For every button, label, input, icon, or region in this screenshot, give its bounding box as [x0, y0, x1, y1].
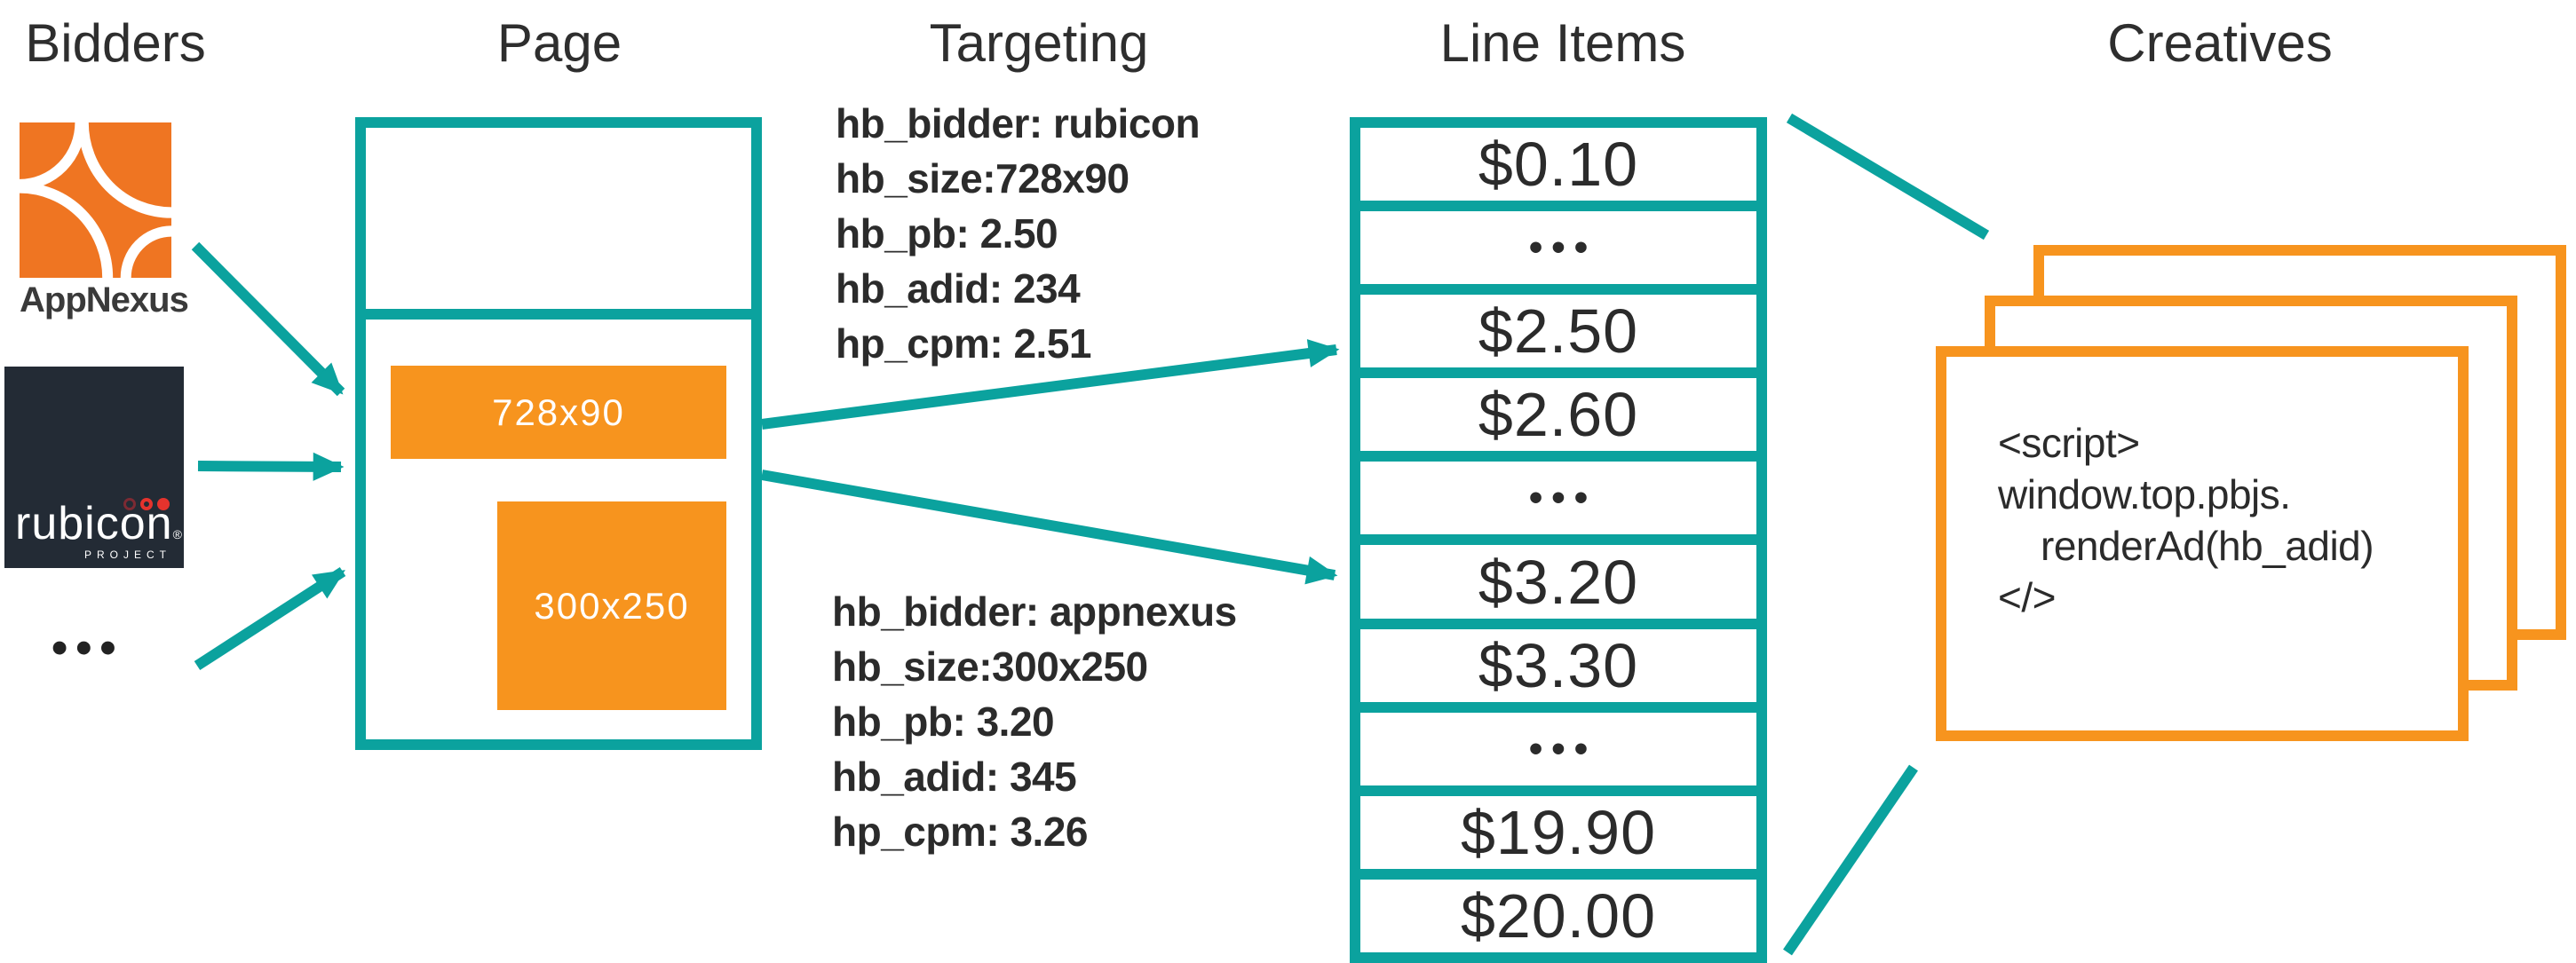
line-table-to-creatives-top: [1786, 113, 1990, 241]
arrow-morebidders-to-page: [194, 566, 346, 671]
appnexus-wordmark: AppNexus: [20, 280, 189, 320]
targeting-line: hb_pb: 2.50: [836, 210, 1058, 257]
line-item-row-ellipsis: •••: [1360, 712, 1756, 785]
line-item-row: $3.30: [1360, 628, 1756, 702]
arrow-appnexus-to-page: [191, 241, 345, 397]
code-line: renderAd(hb_adid): [2041, 523, 2374, 569]
code-line: <script>: [1998, 420, 2140, 466]
code-line: </>: [1998, 574, 2057, 620]
column-header-line-items: Line Items: [1439, 13, 1686, 73]
targeting-line: hp_cpm: 2.51: [836, 320, 1092, 367]
targeting-line: hb_adid: 234: [836, 265, 1081, 312]
column-header-page: Page: [496, 13, 622, 73]
targeting-block-appnexus: hb_bidder: appnexus hb_size:300x250 hb_p…: [832, 584, 1237, 859]
rubicon-logo-dots: [123, 498, 170, 510]
column-header-targeting: Targeting: [929, 13, 1149, 73]
ad-slot-728x90: 728x90: [391, 366, 726, 459]
targeting-line: hb_size:728x90: [836, 155, 1129, 201]
code-line: window.top.pbjs.: [1998, 471, 2291, 517]
creative-card-front: <script> window.top.pbjs. renderAd(hb_ad…: [1936, 346, 2469, 741]
line-item-row-ellipsis: •••: [1360, 462, 1756, 535]
ad-slot-300x250: 300x250: [497, 501, 726, 710]
page-header-divider: [366, 309, 751, 320]
line-item-row: $2.50: [1360, 295, 1756, 368]
targeting-line: hb_bidder: appnexus: [832, 588, 1237, 635]
line-item-row: $19.90: [1360, 795, 1756, 869]
rubicon-dot-fill-red: [157, 498, 170, 510]
rubicon-wordmark: rubicon®: [15, 497, 183, 550]
targeting-line: hb_adid: 345: [832, 754, 1077, 800]
arrow-rubicon-to-page: [197, 452, 345, 481]
line-item-row: $2.60: [1360, 378, 1756, 452]
line-item-row: $3.20: [1360, 545, 1756, 619]
line-item-row: $20.00: [1360, 879, 1756, 952]
line-table-to-creatives-bottom: [1783, 764, 1918, 956]
line-items-table: $0.10 ••• $2.50 $2.60 ••• $3.20 $3.30 ••…: [1350, 117, 1767, 963]
column-header-bidders: Bidders: [25, 13, 206, 73]
line-item-row: $0.10: [1360, 128, 1756, 201]
page-wireframe: 728x90 300x250: [355, 117, 762, 750]
targeting-line: hb_pb: 3.20: [832, 699, 1055, 745]
targeting-line: hb_bidder: rubicon: [836, 100, 1201, 146]
targeting-block-rubicon: hb_bidder: rubicon hb_size:728x90 hb_pb:…: [836, 96, 1201, 371]
more-bidders-ellipsis: •••: [52, 622, 124, 674]
appnexus-logo-icon: [20, 122, 171, 278]
line-item-row-ellipsis: •••: [1360, 211, 1756, 285]
rubicon-dot-ring-dark: [123, 498, 136, 510]
rubicon-dot-ring-red: [140, 498, 153, 510]
column-header-creatives: Creatives: [2107, 13, 2333, 73]
arrow-targeting-appnexus-to-lineitem: [760, 470, 1338, 585]
rubicon-logo-icon: rubicon® PROJECT: [4, 367, 184, 568]
targeting-line: hp_cpm: 3.26: [832, 809, 1088, 855]
rubicon-project-subtitle: PROJECT: [83, 549, 171, 561]
targeting-line: hb_size:300x250: [832, 643, 1148, 690]
creative-code-snippet: <script> window.top.pbjs. renderAd(hb_ad…: [1998, 417, 2374, 623]
rubicon-wordmark-text: rubicon: [15, 498, 173, 549]
rubicon-registered-mark: ®: [172, 527, 183, 541]
